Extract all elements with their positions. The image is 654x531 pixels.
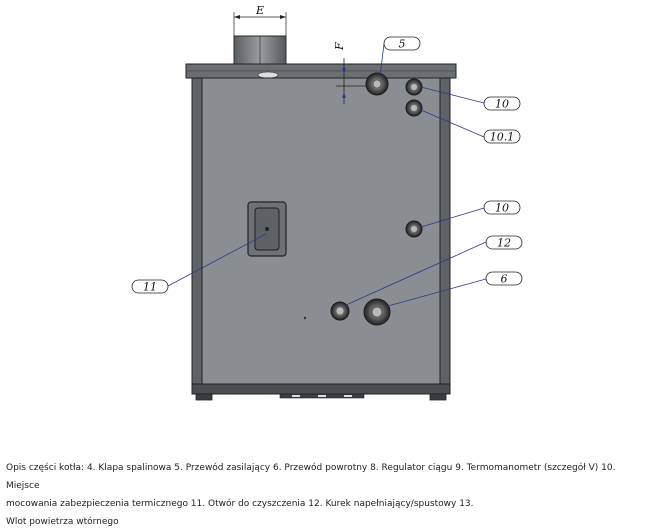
dimension-e: E [233,4,287,36]
parts-description: Opis części kotła: 4. Klapa spalinowa 5.… [6,459,646,531]
dimension-e-label: E [255,4,264,17]
thermal-protection-socket-10-1 [405,99,423,117]
callout-5: 5 [379,36,421,77]
callout-5-label: 5 [399,38,406,51]
callout-6-label: 6 [501,273,508,286]
back-panel [201,77,441,391]
caption-line-3: Wlot powietrza wtórnego [6,517,119,527]
callout-11: 11 [131,233,267,294]
callout-10-1: 10.1 [420,109,521,144]
callout-10-mid: 10 [420,200,521,228]
callout-10-mid-label: 10 [495,202,509,215]
callout-10-top-label: 10 [495,98,509,111]
callout-12: 12 [345,235,523,306]
callout-6: 6 [387,271,523,307]
dimension-f-label: F [333,42,346,51]
callout-11-label: 11 [143,281,157,294]
thermal-protection-socket-mid [405,220,423,238]
return-pipe [363,298,391,326]
callout-10-top: 10 [420,86,521,111]
callout-12-label: 12 [497,237,511,250]
base-plinth [191,383,451,401]
supply-pipe [365,72,389,96]
callout-10-1-label: 10.1 [490,131,515,144]
top-cover [185,63,457,79]
flue-outlet [233,35,287,65]
thermal-protection-socket-top [405,78,423,96]
caption-line-2: mocowania zabezpieczenia termicznego 11.… [6,499,474,509]
right-side-panel [439,77,451,391]
panel-rivet [303,316,307,320]
boiler-rear-view-diagram: E F [131,4,523,401]
caption-line-1: Opis części kotła: 4. Klapa spalinowa 5.… [6,463,616,491]
left-side-panel [191,77,203,391]
cleaning-hole [247,201,287,257]
drain-valve-socket [330,301,350,321]
